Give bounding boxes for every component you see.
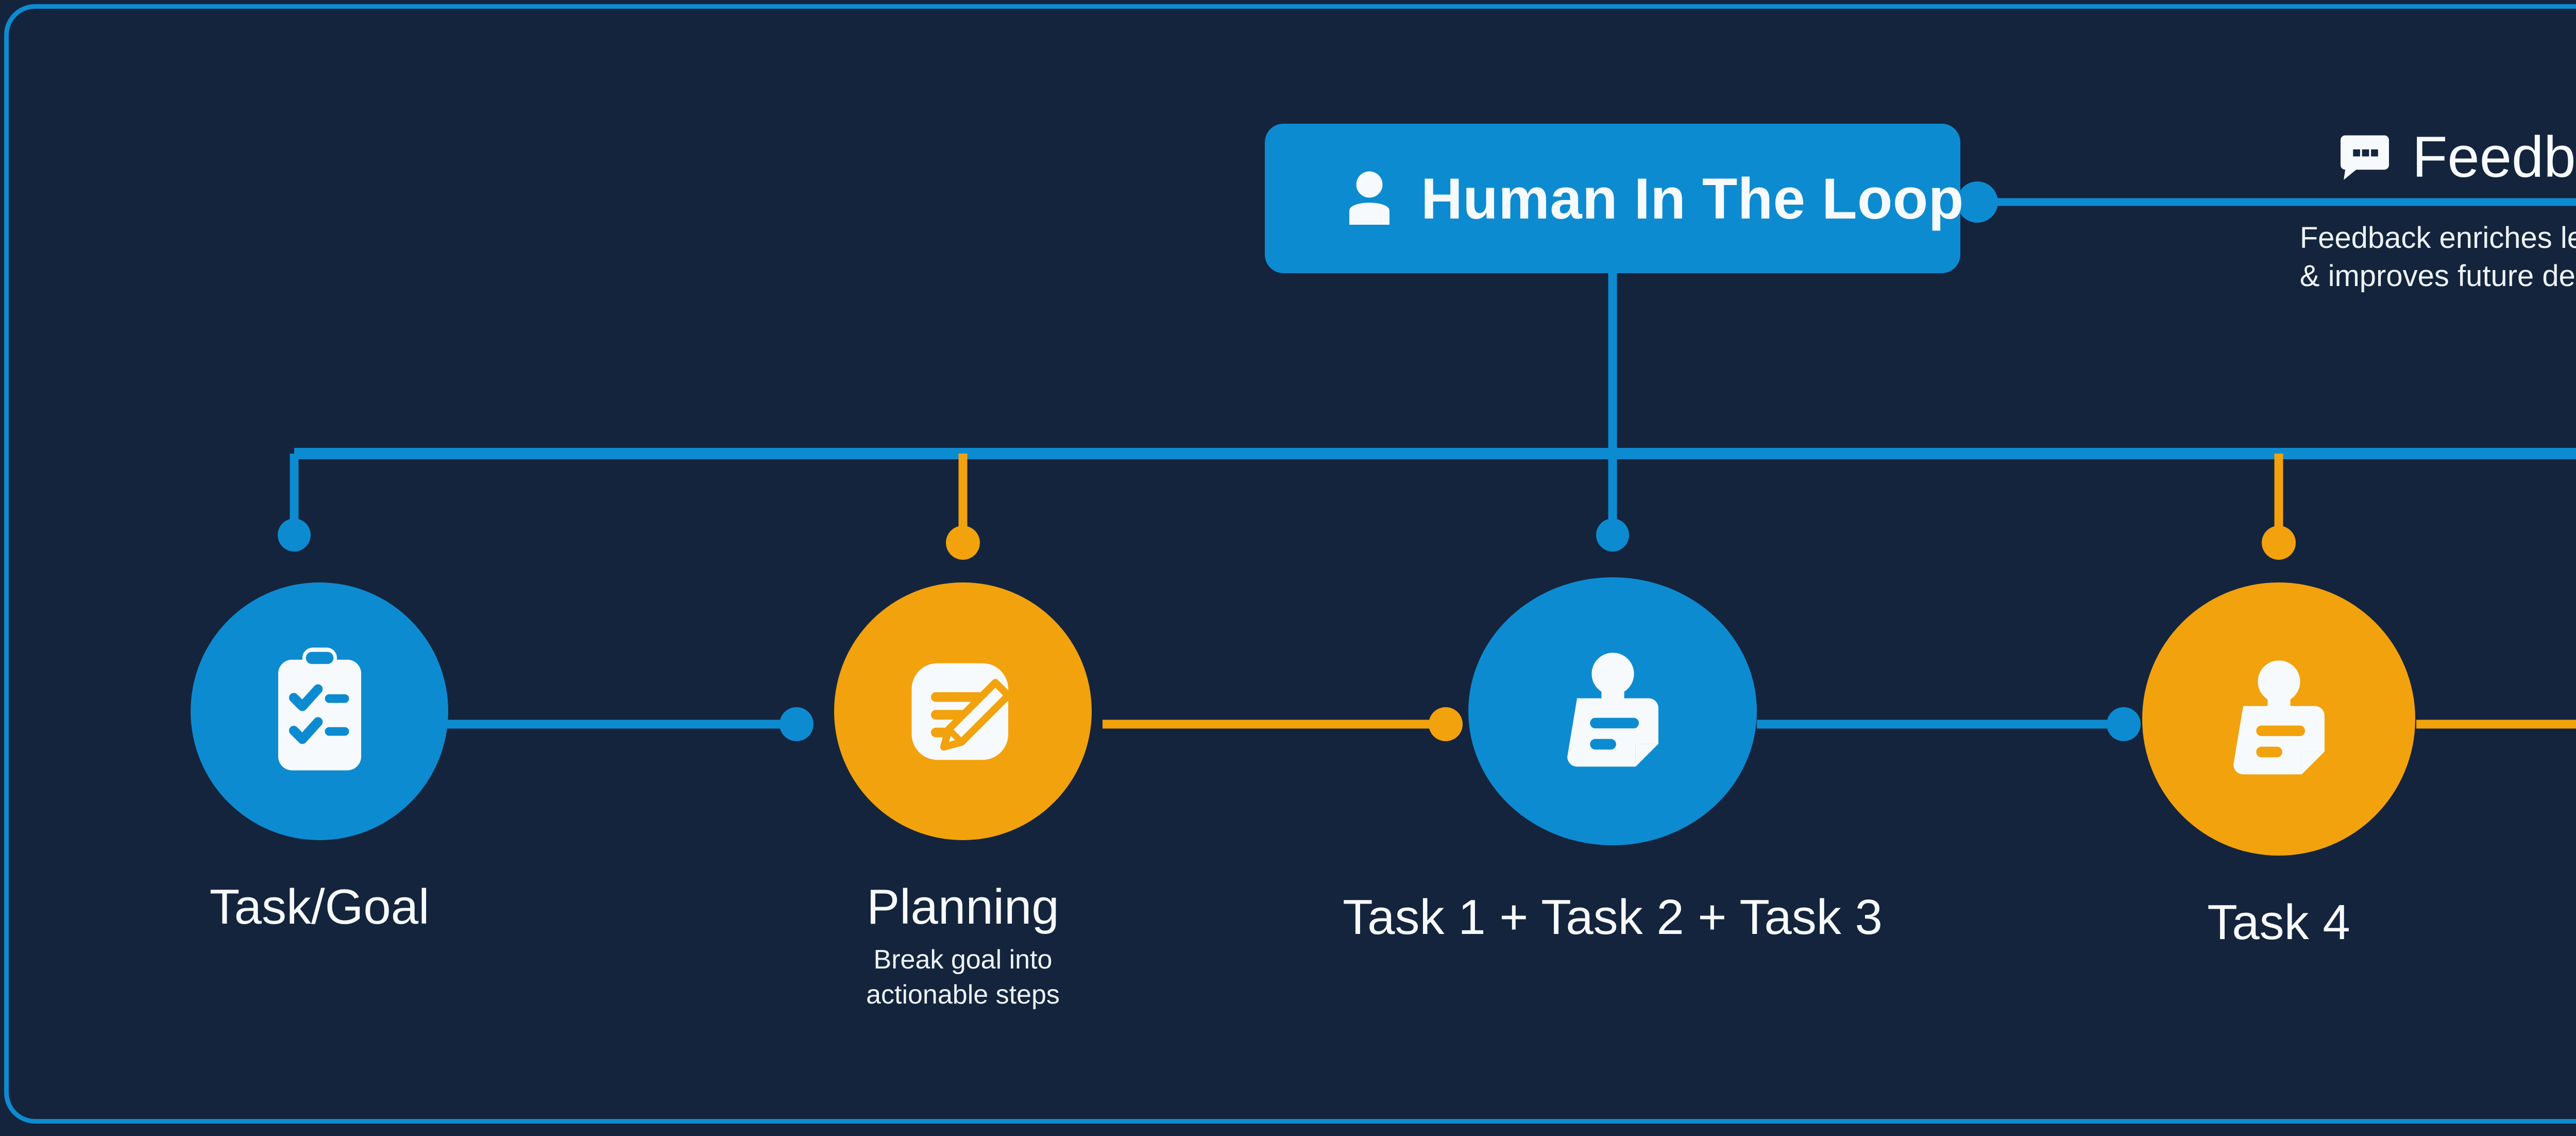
wire-dot-tasks123-in — [1429, 707, 1463, 741]
person-icon — [1345, 170, 1394, 227]
wire-dot-task4-in — [2107, 707, 2141, 741]
task-4-label: Task 4 — [2207, 895, 2350, 950]
planning-circle[interactable] — [834, 582, 1092, 840]
feedback-description: Feedback enriches learning & improves fu… — [2299, 221, 2576, 293]
task-card-person-icon — [2224, 657, 2334, 781]
flow-node-task-4[interactable]: Task 4 — [2134, 582, 2423, 951]
drop-dot-tasks-123 — [1596, 519, 1629, 552]
feedback-header: Feedback — [2339, 124, 2576, 190]
task-4-circle[interactable] — [2142, 582, 2415, 856]
flow-node-tasks-123[interactable]: Task 1 + Task 2 + Task 3 — [1343, 577, 1883, 946]
human-in-the-loop-card[interactable]: Human In The Loop — [1265, 124, 1963, 273]
feedback-loop-wire — [1978, 198, 2576, 206]
chat-bubble-icon — [2339, 133, 2391, 181]
human-in-the-loop-label: Human In The Loop — [1421, 166, 1964, 231]
tasks-123-label: Task 1 + Task 2 + Task 3 — [1343, 890, 1883, 945]
flow-node-planning[interactable]: Planning Break goal into actionable step… — [819, 582, 1107, 1012]
feedback-loop-start-dot — [1957, 181, 1998, 223]
tasks-123-circle[interactable] — [1468, 577, 1757, 845]
clipboard-checklist-icon — [264, 646, 375, 777]
task-card-person-icon — [1557, 649, 1668, 773]
planning-label: Planning — [867, 879, 1059, 934]
planning-sublabel: Break goal into actionable steps — [866, 945, 1060, 1010]
note-pencil-icon — [905, 656, 1021, 767]
task-goal-circle[interactable] — [191, 582, 448, 840]
drop-dot-task-goal — [278, 519, 311, 552]
drop-dot-planning — [946, 526, 980, 560]
flow-node-task-goal[interactable]: Task/Goal — [175, 582, 464, 935]
drop-dot-task-4 — [2262, 526, 2296, 560]
feedback-title: Feedback — [2412, 125, 2576, 189]
wire-dot-planning-in — [779, 707, 814, 741]
task-goal-label: Task/Goal — [209, 879, 430, 934]
